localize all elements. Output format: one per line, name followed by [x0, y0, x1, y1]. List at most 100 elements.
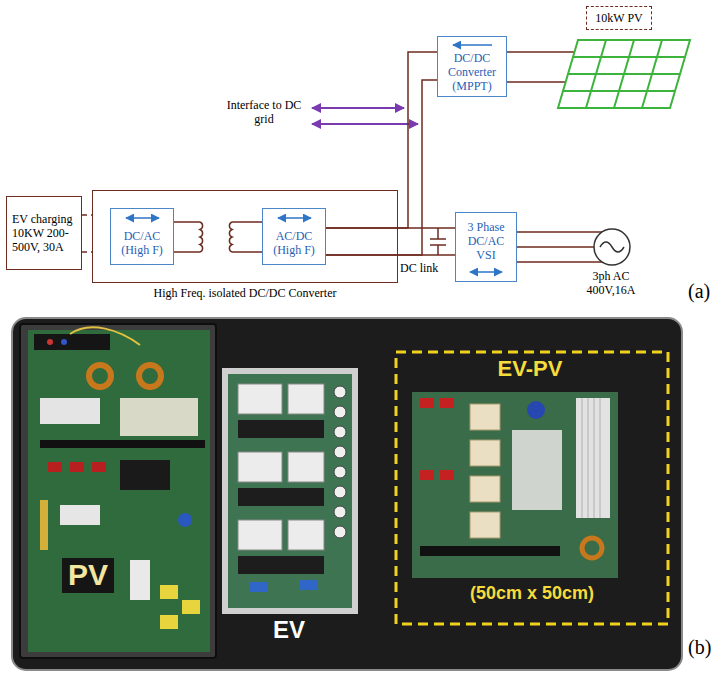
- direction-arrow: [126, 45, 502, 272]
- wire-connector: [326, 52, 437, 255]
- board-photo: [412, 392, 618, 578]
- ac-source-symbol: [600, 242, 624, 252]
- board-photo: [288, 384, 324, 414]
- board-photo: [440, 470, 454, 480]
- board-photo: [238, 384, 282, 414]
- board-photo: [120, 460, 170, 490]
- node-text: DC/AC (High F): [115, 229, 169, 257]
- board-photo: [582, 538, 602, 558]
- pv-panel: [558, 40, 690, 108]
- ac-wire: [517, 232, 602, 262]
- board-photo: [40, 500, 48, 550]
- board-photo: [60, 505, 100, 525]
- wire-connector: [174, 222, 262, 252]
- board-photo: [238, 488, 324, 506]
- board-photo: [396, 352, 668, 624]
- board-photo: [582, 398, 600, 518]
- board-photo: [334, 506, 346, 518]
- dc-grid-arrow: [312, 123, 418, 125]
- pv-wire: [507, 52, 575, 82]
- node-text: 3 Phase DC/AC VSI: [460, 220, 512, 262]
- board-photo: [250, 582, 268, 592]
- board-photo: [20, 324, 216, 658]
- board-photo: [288, 452, 324, 482]
- board-photo: [238, 452, 282, 482]
- panel-letter: (b): [688, 636, 711, 659]
- board-photo: [12, 318, 682, 670]
- board-photo: [139, 365, 161, 387]
- board-label: (50cm x 50cm): [432, 583, 632, 604]
- transformer-symbol: [200, 222, 232, 252]
- direction-arrow: [126, 217, 159, 219]
- transformer-symbol: [200, 222, 203, 252]
- board-photo: [120, 398, 198, 436]
- board-photo: [70, 462, 84, 472]
- board-photo: [228, 374, 352, 608]
- direction-arrow: [470, 271, 502, 273]
- board-photo: [334, 446, 346, 458]
- direction-arrow: [453, 44, 492, 46]
- pv-panel: [558, 40, 690, 108]
- annotation-label: 3ph AC 400V,16A: [575, 270, 647, 298]
- capacitor-symbol: [430, 228, 446, 255]
- board-photo: [12, 318, 682, 670]
- board-photo: [28, 330, 210, 652]
- ac-wire: [517, 232, 602, 262]
- board-photo: [178, 513, 192, 527]
- pv-wire: [507, 52, 575, 82]
- panel-letter: (a): [688, 280, 710, 303]
- board-photo: [61, 339, 67, 345]
- board-photo: [470, 476, 500, 502]
- node-text: 10kW PV: [590, 11, 648, 25]
- converter-box: AC/DC (High F): [262, 208, 326, 265]
- board-photo: [160, 615, 178, 629]
- board-photo: [48, 462, 62, 472]
- transformer-symbol: [229, 222, 232, 252]
- board-photo: [34, 334, 110, 350]
- board-photo: [238, 420, 324, 438]
- board-photo: [47, 339, 53, 345]
- node-text: AC/DC (High F): [267, 229, 321, 257]
- board-photo: [334, 406, 346, 418]
- board-photo: [470, 512, 500, 538]
- board-photo: [238, 556, 324, 574]
- board-photo: [420, 398, 434, 408]
- board-photo: [130, 560, 150, 600]
- board-photo: [92, 462, 106, 472]
- wire-connector: [326, 228, 455, 255]
- node-text: DC/DC Converter (MPPT): [442, 51, 502, 93]
- annotation-label: Interface to DC grid: [222, 99, 306, 127]
- board-photo: [300, 580, 318, 590]
- board-label: EV: [269, 616, 309, 644]
- converter-box: DC/AC (High F): [110, 208, 174, 265]
- board-photo: [40, 440, 205, 448]
- board-photo: [70, 327, 140, 345]
- board-photo: [420, 470, 434, 480]
- board-photo: [160, 585, 178, 599]
- board-photo: [420, 546, 560, 556]
- board-photo: [334, 486, 346, 498]
- board-photo: [182, 600, 200, 614]
- converter-group: High Freq. isolated DC/DC ConverterDC/AC…: [92, 190, 398, 283]
- source-box: EV charging 10KW 200-500V, 30A: [6, 196, 82, 270]
- label-box: 10kW PV: [586, 6, 652, 30]
- converter-box: DC/DC Converter (MPPT): [437, 36, 507, 97]
- board-photo: [222, 368, 358, 614]
- board-photo: [334, 426, 346, 438]
- board-photo: [288, 520, 324, 550]
- board-label: EV-PV: [470, 356, 590, 381]
- board-photo: [40, 398, 100, 424]
- board-photo: [334, 386, 346, 398]
- node-text: EV charging 10KW 200-500V, 30A: [12, 212, 76, 254]
- node-text: High Freq. isolated DC/DC Converter: [93, 286, 397, 300]
- board-photo: [512, 430, 562, 510]
- ac-source-symbol: [594, 229, 630, 265]
- board-photo: [527, 401, 545, 419]
- pv-panel: [563, 40, 685, 108]
- board-photo: [470, 440, 500, 466]
- board-label: PV: [62, 558, 114, 593]
- board-photo: [470, 404, 500, 430]
- board-photo: [238, 520, 282, 550]
- direction-arrow: [278, 217, 311, 219]
